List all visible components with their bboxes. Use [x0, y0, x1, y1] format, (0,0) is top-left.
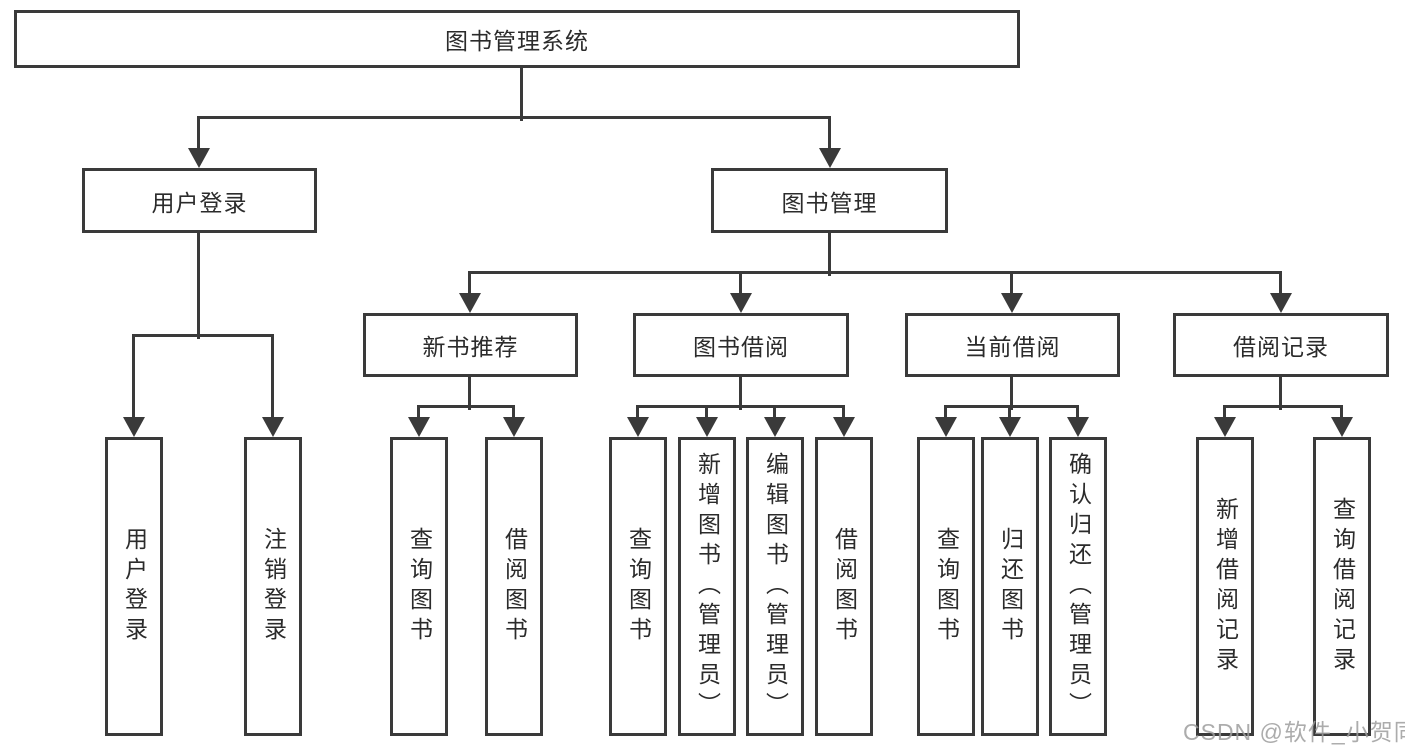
connector-line	[1076, 407, 1079, 420]
connector-line	[739, 273, 742, 295]
leaf-return-books: 归还图书	[981, 437, 1039, 736]
connector-line	[1008, 407, 1011, 420]
connector-line	[739, 374, 742, 410]
arrow-down-icon	[819, 148, 841, 168]
connector-rail	[636, 405, 845, 408]
leaf-label: 归还图书	[997, 526, 1024, 647]
connector-line	[1279, 273, 1282, 295]
node-library-management-system: 图书管理系统	[14, 10, 1020, 68]
arrow-down-icon	[935, 417, 957, 437]
leaf-borrow-books-newbook: 借阅图书	[485, 437, 543, 736]
node-user-login: 用户登录	[82, 168, 317, 233]
node-book-management: 图书管理	[711, 168, 948, 233]
arrow-down-icon	[188, 148, 210, 168]
connector-line	[828, 230, 831, 276]
connector-line	[271, 336, 274, 419]
connector-line	[468, 374, 471, 410]
node-label: 借阅记录	[1233, 334, 1329, 360]
leaf-query-borrow-record: 查询借阅记录	[1313, 437, 1371, 736]
leaf-label: 借阅图书	[831, 526, 858, 647]
connector-line	[417, 407, 420, 420]
arrow-down-icon	[459, 293, 481, 313]
leaf-label: 新增图书（管理员）	[694, 451, 721, 722]
leaf-borrow-books-borrowing: 借阅图书	[815, 437, 873, 736]
connector-rail	[468, 271, 1282, 274]
node-current-borrowing: 当前借阅	[905, 313, 1120, 377]
connector-rail	[132, 334, 274, 337]
node-label: 图书管理系统	[445, 28, 589, 54]
connector-rail	[197, 116, 831, 119]
leaf-user-login: 用户登录	[105, 437, 163, 736]
connector-line	[132, 336, 135, 419]
node-label: 当前借阅	[964, 334, 1061, 360]
arrow-down-icon	[262, 417, 284, 437]
connector-line	[705, 407, 708, 420]
leaf-label: 查询图书	[933, 526, 960, 647]
connector-rail	[417, 405, 515, 408]
leaf-query-books-newbook: 查询图书	[390, 437, 448, 736]
node-label: 图书借阅	[693, 334, 789, 360]
leaf-label: 确认归还（管理员）	[1065, 451, 1092, 722]
connector-line	[1279, 374, 1282, 410]
arrow-down-icon	[833, 417, 855, 437]
connector-line	[512, 407, 515, 420]
leaf-label: 查询图书	[406, 526, 433, 647]
arrow-down-icon	[1331, 417, 1353, 437]
leaf-label: 查询借阅记录	[1329, 496, 1356, 677]
connector-rail	[944, 405, 1079, 408]
connector-line	[1010, 273, 1013, 295]
connector-line	[468, 273, 471, 295]
leaf-query-books-current: 查询图书	[917, 437, 975, 736]
connector-line	[520, 66, 523, 121]
leaf-label: 新增借阅记录	[1212, 496, 1239, 677]
leaf-label: 注销登录	[260, 526, 287, 647]
csdn-watermark: CSDN @软件_小贺同学	[1183, 719, 1405, 745]
arrow-down-icon	[1270, 293, 1292, 313]
connector-line	[773, 407, 776, 420]
leaf-query-books-borrowing: 查询图书	[609, 437, 667, 736]
connector-line	[197, 230, 200, 339]
arrow-down-icon	[730, 293, 752, 313]
connector-line	[1010, 374, 1013, 410]
arrow-down-icon	[123, 417, 145, 437]
leaf-confirm-return-admin: 确认归还（管理员）	[1049, 437, 1107, 736]
leaf-label: 用户登录	[121, 526, 148, 647]
arrow-down-icon	[408, 417, 430, 437]
leaf-add-borrow-record: 新增借阅记录	[1196, 437, 1254, 736]
node-book-borrowing: 图书借阅	[633, 313, 849, 377]
leaf-add-books-admin: 新增图书（管理员）	[678, 437, 736, 736]
arrow-down-icon	[999, 417, 1021, 437]
node-new-book-recommendation: 新书推荐	[363, 313, 578, 377]
node-label: 图书管理	[781, 189, 878, 216]
leaf-logout: 注销登录	[244, 437, 302, 736]
connector-rail	[1223, 405, 1343, 408]
arrow-down-icon	[1214, 417, 1236, 437]
connector-line	[1223, 407, 1226, 420]
leaf-label: 编辑图书（管理员）	[762, 451, 789, 722]
arrow-down-icon	[1067, 417, 1089, 437]
leaf-label: 借阅图书	[501, 526, 528, 647]
arrow-down-icon	[627, 417, 649, 437]
connector-line	[1340, 407, 1343, 420]
connector-line	[828, 118, 831, 150]
connector-line	[944, 407, 947, 420]
node-label: 用户登录	[151, 189, 248, 216]
arrow-down-icon	[764, 417, 786, 437]
leaf-edit-books-admin: 编辑图书（管理员）	[746, 437, 804, 736]
connector-line	[842, 407, 845, 420]
arrow-down-icon	[503, 417, 525, 437]
arrow-down-icon	[1001, 293, 1023, 313]
leaf-label: 查询图书	[625, 526, 652, 647]
connector-line	[197, 118, 200, 150]
node-label: 新书推荐	[422, 334, 519, 360]
arrow-down-icon	[696, 417, 718, 437]
connector-line	[636, 407, 639, 420]
node-borrowing-records: 借阅记录	[1173, 313, 1389, 377]
